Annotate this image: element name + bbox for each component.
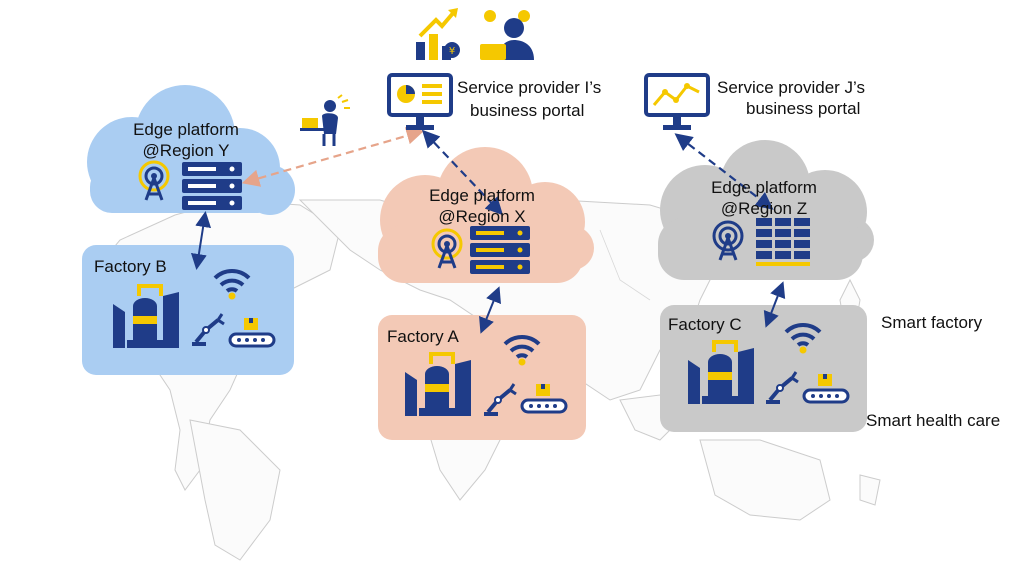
factory-a-plant-icon (405, 352, 471, 416)
factory-c-robot-arm-icon (766, 371, 799, 404)
factory-a-conveyor-icon (520, 384, 568, 414)
edge-y-region: @Region Y (142, 141, 230, 160)
edge-z-antenna-icon (712, 220, 744, 261)
link-edge-y-to-portal-i (241, 127, 425, 187)
service-provider-j-label-line2: business portal (746, 99, 861, 118)
factory-b-conveyor-icon (228, 318, 276, 348)
link-portal-j-to-edge-z (674, 133, 774, 210)
factory-c-wifi-icon (784, 322, 822, 354)
factory-c-label: Factory C (668, 315, 742, 334)
link-portal-i-to-edge-x (421, 129, 504, 216)
edge-x-antenna-icon (431, 228, 463, 269)
factory-a-wifi-icon (503, 334, 541, 366)
monitor-dashboard-icon (387, 73, 453, 130)
factory-a-label: Factory A (387, 327, 459, 346)
service-provider-j-label-line1: Service provider J’s (717, 78, 866, 97)
link-edge-z-to-factory-c (763, 281, 786, 328)
factory-b-wifi-icon (213, 268, 251, 300)
monitor-line-chart-icon (644, 73, 710, 130)
edge-y-antenna-icon (138, 160, 170, 201)
edge-z-region: @Region Z (720, 199, 808, 218)
growth-chart-icon: ¥ (416, 8, 460, 60)
service-provider-i-label-line1: Service provider I’s (457, 78, 602, 97)
edge-x-title: Edge platform (429, 186, 535, 205)
smart-factory-label: Smart factory (881, 313, 983, 332)
link-edge-y-to-factory-b (190, 211, 212, 270)
frustrated-user-icon (480, 10, 534, 60)
factory-b-robot-arm-icon (192, 313, 225, 346)
edge-y-server-icon (182, 162, 242, 210)
edge-y-title: Edge platform (133, 120, 239, 139)
factory-a-robot-arm-icon (484, 383, 517, 416)
service-provider-i-label-line2: business portal (470, 101, 585, 120)
factory-b-plant-icon (113, 284, 179, 348)
edge-x-region: @Region X (438, 207, 526, 226)
edge-z-server-rack-icon (756, 218, 810, 266)
link-edge-x-to-factory-a (479, 286, 501, 334)
factory-b-label: Factory B (94, 257, 167, 276)
person-at-laptop-icon (300, 94, 350, 146)
edge-z-title: Edge platform (711, 178, 817, 197)
edge-x-server-icon (470, 226, 530, 274)
smart-health-care-label: Smart health care (866, 411, 1001, 430)
factory-c-conveyor-icon (802, 374, 850, 404)
svg-text:¥: ¥ (449, 46, 455, 57)
factory-c-plant-icon (688, 340, 754, 404)
